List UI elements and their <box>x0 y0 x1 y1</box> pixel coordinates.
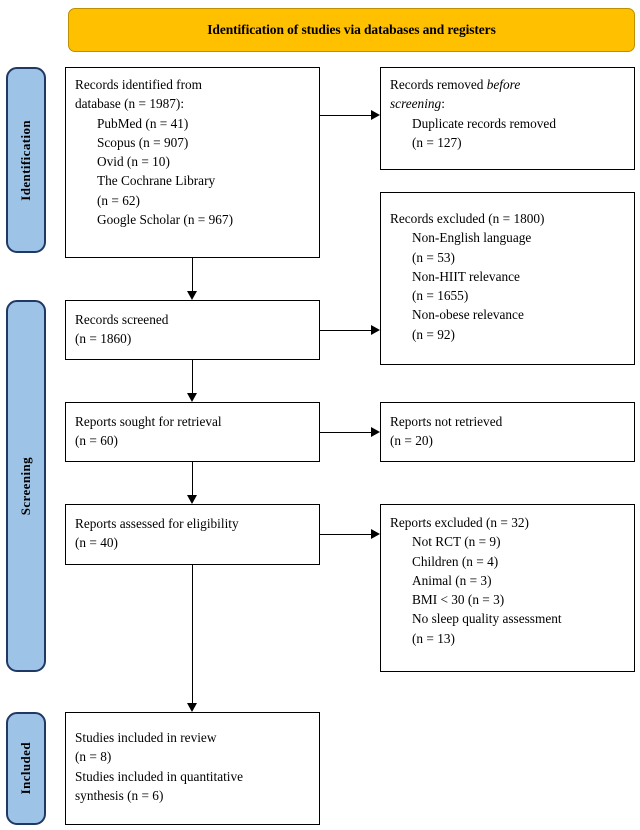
box-records-screened-text: Records screened (n = 1860) <box>75 310 319 349</box>
box-records-identified: Records identified from database (n = 19… <box>65 67 320 258</box>
box-reports-sought: Reports sought for retrieval (n = 60) <box>65 402 320 462</box>
connector-screened-to-sought <box>192 360 193 393</box>
box-reports-excluded-text: Reports excluded (n = 32) Not RCT (n = 9… <box>390 513 634 648</box>
line: Reports assessed for eligibility <box>75 516 239 531</box>
arrow-assessed-to-included <box>187 703 197 712</box>
box-records-excluded-text: Records excluded (n = 1800) Non-English … <box>390 200 634 344</box>
box-reports-assessed: Reports assessed for eligibility (n = 40… <box>65 504 320 565</box>
phase-bar-identification: Identification <box>6 67 46 253</box>
arrow-identified-to-screened <box>187 291 197 300</box>
phase-label-identification: Identification <box>18 119 33 201</box>
line: (n = 8) <box>75 749 112 765</box>
box-reports-not-retrieved: Reports not retrieved (n = 20) <box>380 402 635 462</box>
arrow-identified-to-removed <box>371 110 380 120</box>
line: Children (n = 4) <box>412 553 499 569</box>
line: Not RCT (n = 9) <box>412 534 501 550</box>
line: PubMed (n = 41) <box>97 115 189 131</box>
line: (n = 20) <box>390 433 433 449</box>
connector-sought-to-notretrieved <box>320 432 371 433</box>
line: (n = 13) <box>412 630 455 646</box>
line: Studies included in review <box>75 730 217 745</box>
line: No sleep quality assessment <box>412 611 562 627</box>
arrow-sought-to-notretrieved <box>371 427 380 437</box>
line: database (n = 1987): <box>75 96 185 112</box>
line: Animal (n = 3) <box>412 572 492 588</box>
line: Duplicate records removed <box>412 115 556 131</box>
phase-label-screening: Screening <box>18 456 33 516</box>
arrow-screened-to-excluded <box>371 325 380 335</box>
line: Scopus (n = 907) <box>97 134 189 150</box>
line: Reports not retrieved <box>390 414 503 429</box>
line: Reports sought for retrieval <box>75 414 222 429</box>
line: Records screened <box>75 312 169 327</box>
line: Non-HIIT relevance <box>412 268 520 284</box>
line: (n = 60) <box>75 433 118 449</box>
line: (n = 1860) <box>75 331 132 347</box>
line-text: Records removed <box>390 77 487 92</box>
line: Records removed before <box>390 75 634 94</box>
box-records-removed-text: Records removed before screening: Duplic… <box>390 75 634 152</box>
box-records-excluded: Records excluded (n = 1800) Non-English … <box>380 192 635 365</box>
connector-sought-to-assessed <box>192 462 193 495</box>
line: Ovid (n = 10) <box>97 154 170 170</box>
line: (n = 62) <box>97 192 140 208</box>
line: screening: <box>390 94 634 113</box>
line: (n = 1655) <box>412 288 469 304</box>
box-reports-assessed-text: Reports assessed for eligibility (n = 40… <box>75 514 319 553</box>
arrow-screened-to-sought <box>187 393 197 402</box>
box-records-removed: Records removed before screening: Duplic… <box>380 67 635 170</box>
connector-identified-to-screened <box>192 258 193 291</box>
arrow-sought-to-assessed <box>187 495 197 504</box>
line: Reports excluded (n = 32) <box>390 515 529 530</box>
line: (n = 127) <box>412 134 462 150</box>
stage-banner-identification: Identification of studies via databases … <box>68 8 635 52</box>
phase-bar-included: Included <box>6 712 46 825</box>
line-text-italic: screening <box>390 96 442 112</box>
connector-assessed-to-excluded <box>320 534 371 535</box>
box-reports-sought-text: Reports sought for retrieval (n = 60) <box>75 412 319 451</box>
line: (n = 92) <box>412 326 455 342</box>
box-records-identified-text: Records identified from database (n = 19… <box>75 75 319 229</box>
box-studies-included-text: Studies included in review (n = 8) Studi… <box>75 728 319 805</box>
connector-screened-to-excluded <box>320 330 371 331</box>
stage-banner-label: Identification of studies via databases … <box>207 22 496 37</box>
box-reports-not-retrieved-text: Reports not retrieved (n = 20) <box>390 412 634 451</box>
line: (n = 40) <box>75 535 118 551</box>
line-text: : <box>441 96 445 112</box>
line: Non-obese relevance <box>412 307 524 323</box>
box-records-screened: Records screened (n = 1860) <box>65 300 320 360</box>
box-reports-excluded: Reports excluded (n = 32) Not RCT (n = 9… <box>380 504 635 672</box>
arrow-assessed-to-excluded <box>371 529 380 539</box>
line: Records excluded (n = 1800) <box>390 211 545 226</box>
line-text-italic: before <box>486 77 521 92</box>
line: Google Scholar (n = 967) <box>97 212 234 228</box>
line: Studies included in quantitative <box>75 768 244 784</box>
line: Non-English language <box>412 230 532 246</box>
connector-identified-to-removed <box>320 115 371 116</box>
line: Records identified from <box>75 77 203 92</box>
line: BMI < 30 (n = 3) <box>412 592 505 608</box>
line: The Cochrane Library <box>97 173 216 189</box>
phase-label-included: Included <box>18 742 33 795</box>
connector-assessed-to-included <box>192 565 193 703</box>
line: synthesis (n = 6) <box>75 787 164 803</box>
phase-bar-screening: Screening <box>6 300 46 672</box>
box-studies-included: Studies included in review (n = 8) Studi… <box>65 712 320 825</box>
line: (n = 53) <box>412 249 455 265</box>
